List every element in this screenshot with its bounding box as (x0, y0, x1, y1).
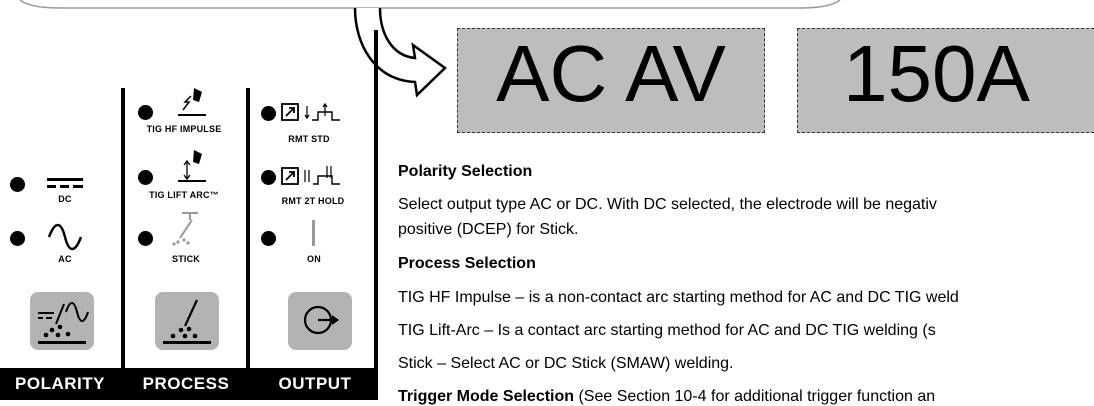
tig-hf-led-indicator (138, 105, 153, 120)
process-stick-text: Stick – Select AC or DC Stick (SMAW) wel… (398, 355, 734, 372)
on-label: ON (307, 254, 321, 264)
right-display: 150A (797, 28, 1094, 133)
trigger-line: Trigger Mode Selection (See Section 10-4… (398, 388, 935, 406)
tig-hf-torch-icon (178, 88, 206, 116)
rmt-2t-hold-label: RMT 2T HOLD (281, 196, 345, 206)
rmt-std-led-indicator (261, 106, 276, 121)
process-heading: Process Selection (398, 255, 536, 272)
polarity-button[interactable] (30, 292, 94, 350)
tig-lift-label: TIG LIFT ARC™ (149, 190, 219, 200)
output-title: OUTPUT (278, 374, 352, 393)
rmt-std-label: RMT STD (288, 134, 330, 144)
trigger-rest: (See Section 10-4 for additional trigger… (574, 388, 936, 405)
process-title: PROCESS (142, 374, 230, 393)
stick-label: STICK (172, 254, 200, 264)
process-lift-text: TIG Lift-Arc – Is a contact arc starting… (398, 322, 936, 339)
dc-symbol-icon (47, 178, 83, 188)
rmt-2t-hold-icon (281, 166, 340, 185)
output-button[interactable] (288, 292, 352, 350)
tig-hf-label: TIG HF IMPULSE (146, 124, 222, 134)
polarity-title: POLARITY (15, 374, 105, 393)
divider-line-3 (374, 30, 378, 400)
divider-line-2 (246, 88, 250, 400)
ac-led-indicator (10, 231, 25, 246)
polarity-body-line-2: positive (DCEP) for Stick. (398, 221, 579, 238)
output-button-icon (303, 305, 339, 335)
bottom-label-bar (0, 368, 374, 400)
process-button-icon (163, 299, 211, 344)
top-border-curve (19, 0, 841, 9)
dc-led-indicator (10, 177, 25, 192)
output-on-icon (312, 220, 315, 246)
tig-lift-led-indicator (138, 170, 153, 185)
left-display-text: AC AV (496, 29, 726, 118)
process-hf-text: TIG HF Impulse – is a non-contact arc st… (398, 289, 959, 306)
rmt-2t-led-indicator (261, 170, 276, 185)
dc-label: DC (58, 194, 72, 204)
stick-led-indicator (138, 231, 153, 246)
ac-sine-icon (47, 223, 83, 251)
polarity-heading: Polarity Selection (398, 163, 533, 180)
process-button[interactable] (155, 292, 219, 350)
left-display: AC AV (457, 28, 765, 133)
trigger-heading: Trigger Mode Selection (398, 388, 575, 405)
right-display-text: 150A (843, 29, 1030, 118)
curved-arrow-icon (353, 7, 447, 98)
divider-line-1 (121, 88, 125, 400)
rmt-std-icon (281, 102, 340, 121)
tig-lift-torch-icon (178, 150, 206, 182)
ac-label: AC (58, 254, 72, 264)
polarity-button-icon (38, 302, 89, 344)
stick-electrode-icon (172, 212, 198, 246)
polarity-body-line-1: Select output type AC or DC. With DC sel… (398, 196, 937, 213)
on-led-indicator (261, 231, 276, 246)
